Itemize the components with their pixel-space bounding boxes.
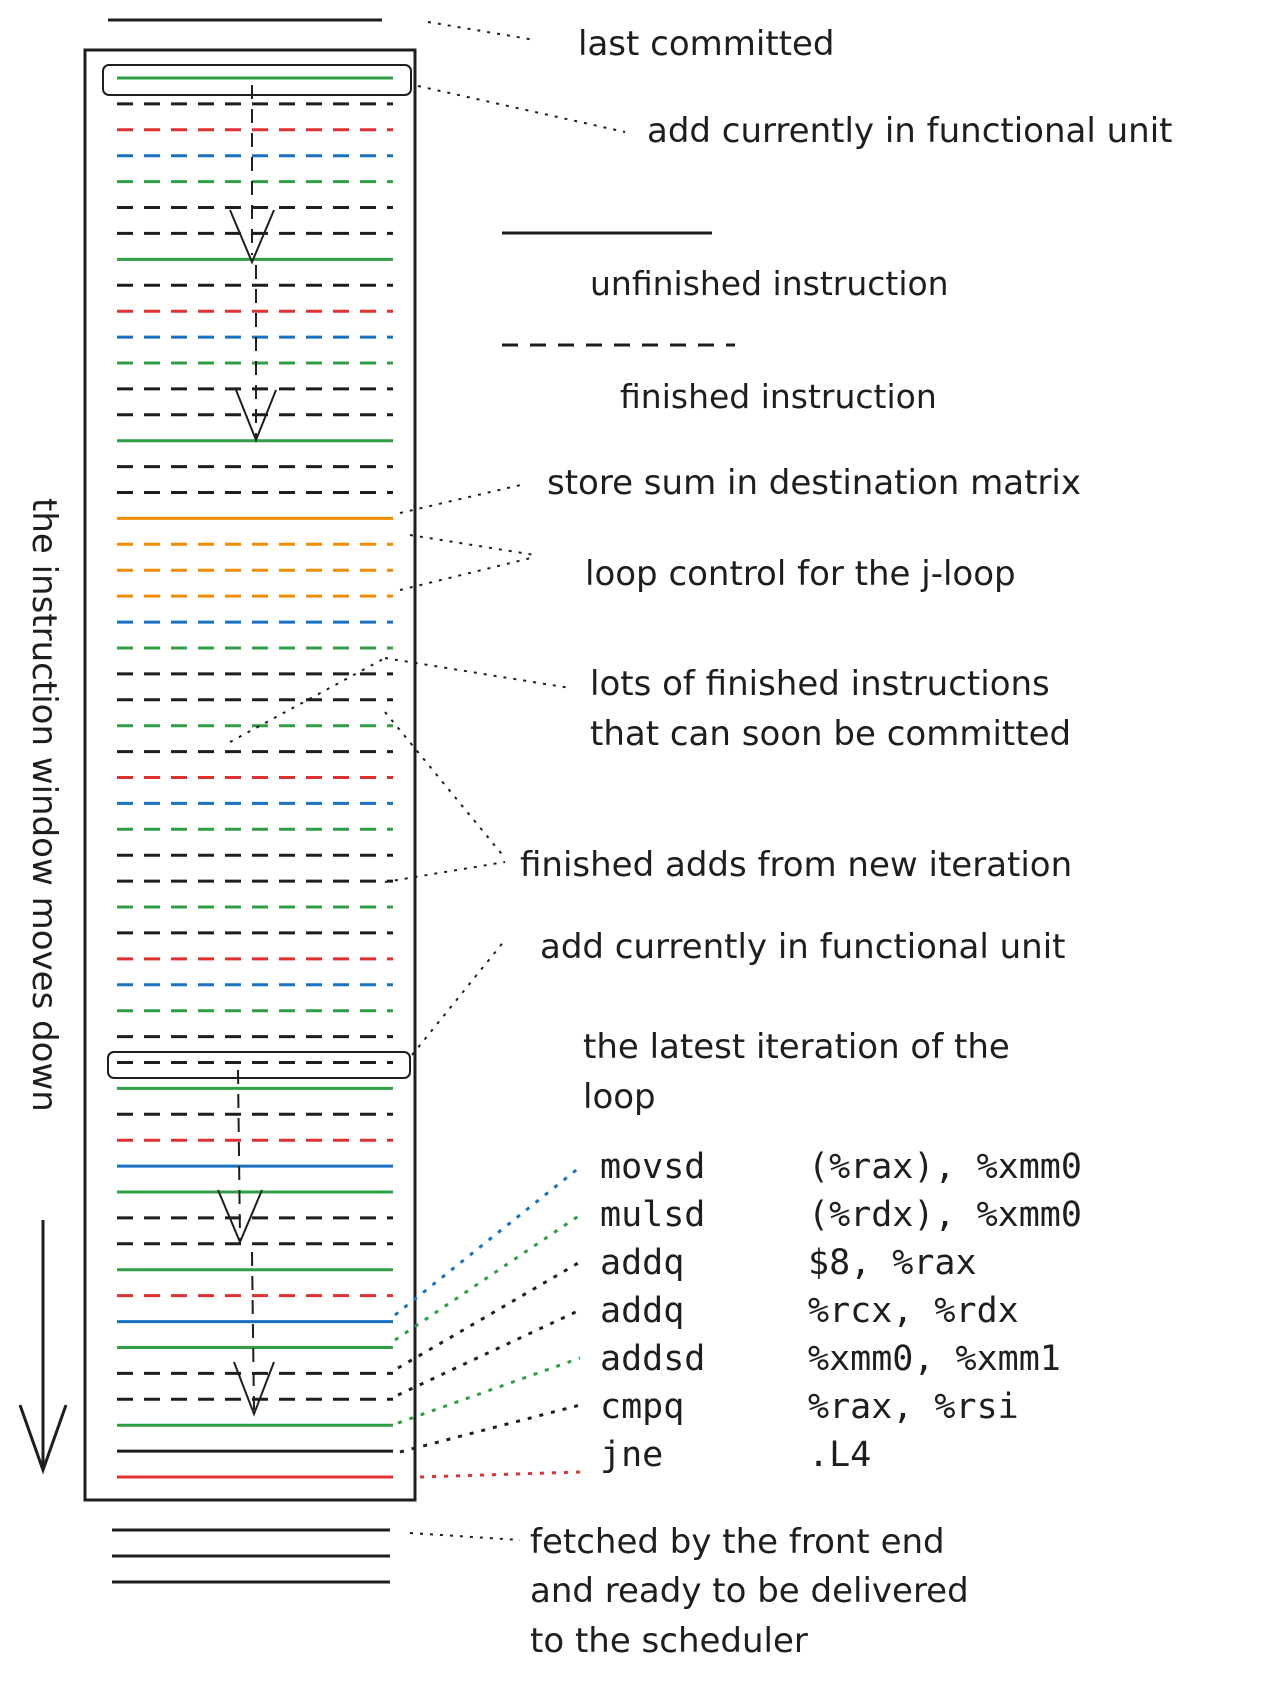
lots-finished-label-2: that can soon be committed — [590, 714, 1071, 754]
side-label: the instruction window moves down — [24, 498, 64, 1112]
assembly-listing: movsd (%rax), %xmm0 mulsd (%rdx), %xmm0 addq… — [600, 1147, 1082, 1475]
side-arrow-head — [18, 1404, 68, 1475]
code-op: addq — [600, 1243, 684, 1283]
annotation-leaders — [229, 21, 626, 1541]
code-leaders — [394, 1165, 581, 1479]
code-leader-mulsd — [394, 1213, 581, 1342]
instruction-window-frame — [83, 48, 417, 1502]
code-leader-addsd — [397, 1356, 581, 1425]
latest-iteration-label-1: the latest iteration of the — [583, 1027, 1010, 1067]
latest-iteration-label-2: loop — [583, 1077, 656, 1117]
dependency-arrows — [217, 85, 277, 1417]
code-op: addq — [600, 1291, 684, 1331]
add-bottom-label: add currently in functional unit — [540, 927, 1066, 967]
add-top-label: add currently in functional unit — [647, 111, 1173, 151]
code-leader-cmpq — [399, 1403, 581, 1454]
code-leader-addq-1 — [397, 1260, 581, 1370]
highlight-box-top — [102, 64, 412, 96]
highlight-box-bottom — [107, 1051, 411, 1079]
finished-adds-label: finished adds from new iteration — [520, 845, 1072, 885]
code-op: addsd — [600, 1339, 705, 1379]
code-leader-jne — [419, 1470, 581, 1479]
code-op: cmpq — [600, 1387, 684, 1427]
last-committed-label: last committed — [578, 24, 834, 64]
code-args: $8, %rax — [808, 1243, 977, 1283]
loop-control-label: loop control for the j-loop — [585, 554, 1016, 594]
code-args: (%rax), %xmm0 — [808, 1147, 1082, 1187]
code-args: (%rdx), %xmm0 — [808, 1195, 1082, 1235]
code-args: %xmm0, %xmm1 — [808, 1339, 1061, 1379]
code-op: movsd — [600, 1147, 705, 1187]
instruction-rows — [117, 76, 393, 1479]
code-leader-movsd — [394, 1165, 581, 1317]
code-leader-addq-2 — [397, 1308, 581, 1397]
fetched-label-1: fetched by the front end — [530, 1522, 945, 1562]
lots-finished-label-1: lots of finished instructions — [590, 664, 1050, 704]
legend-unfinished-label: unfinished instruction — [590, 264, 949, 303]
code-op: jne — [600, 1435, 663, 1475]
code-args: %rax, %rsi — [808, 1387, 1019, 1427]
fetched-rows — [112, 1528, 390, 1584]
code-op: mulsd — [600, 1195, 705, 1235]
fetched-label-2: and ready to be delivered — [530, 1571, 969, 1611]
code-args: %rcx, %rdx — [808, 1291, 1019, 1331]
fetched-label-3: to the scheduler — [530, 1621, 808, 1661]
legend-finished-label: finished instruction — [620, 377, 937, 416]
store-sum-label: store sum in destination matrix — [547, 463, 1081, 503]
code-args: .L4 — [808, 1435, 871, 1475]
